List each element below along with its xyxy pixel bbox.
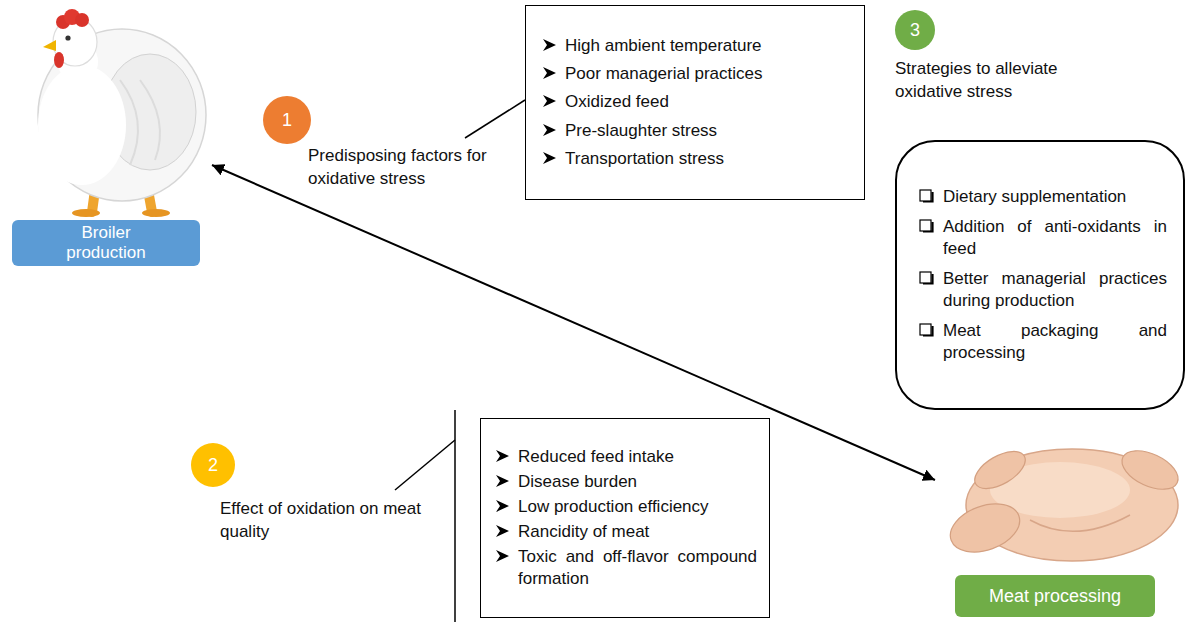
list-item-text: Toxic and off-flavor compound formation <box>518 546 757 590</box>
list-item: Pre-slaughter stress <box>542 120 850 142</box>
square-bullet-shape <box>920 272 931 283</box>
callout-number: 1 <box>263 96 311 144</box>
list-item-text: Pre-slaughter stress <box>565 120 850 142</box>
square-bullet-shape <box>920 220 931 231</box>
list-item: Poor managerial practices <box>542 63 850 85</box>
list-item: Rancidity of meat <box>495 521 757 543</box>
list-item-text: Transportation stress <box>565 148 850 170</box>
caption-label: Strategies to alleviate oxidative stress <box>895 58 1095 104</box>
list-item-text: Dietary supplementation <box>943 186 1167 208</box>
drawing-part <box>944 495 1027 561</box>
caption-label: Effect of oxidation on meat quality <box>220 498 435 544</box>
arrow-bullet <box>542 38 557 52</box>
box-label: Broiler production <box>51 223 161 262</box>
list-item: Toxic and off-flavor compound formation <box>495 546 757 590</box>
list-item-text: High ambient temperature <box>565 35 850 57</box>
arrow-bullet <box>542 123 557 137</box>
list-item: Meat packaging and processing <box>919 320 1167 364</box>
callout-number-text: 1 <box>282 110 292 131</box>
list-item: Low production efficiency <box>495 496 757 518</box>
arrow-bullet <box>495 549 510 563</box>
arrow-bullet-shape <box>543 152 556 164</box>
drawing-part <box>75 13 89 27</box>
drawing-part <box>72 209 100 217</box>
callout-number-text: 3 <box>910 20 920 41</box>
square-bullet <box>919 271 935 286</box>
broiler-chicken-picture <box>38 9 206 217</box>
drawing-part <box>969 444 1031 496</box>
arrow-bullet <box>542 151 557 165</box>
arrow-bullet-shape <box>496 525 509 537</box>
arrow-bullet-shape <box>496 550 509 562</box>
arrow-bullet-shape <box>543 95 556 107</box>
list-item: Oxidized feed <box>542 91 850 113</box>
arrow-bullet-shape <box>496 475 509 487</box>
drawing-part <box>1030 515 1130 531</box>
box-label: Meat processing <box>989 586 1121 607</box>
strategy-list-box: Dietary supplementationAddition of anti-… <box>895 140 1185 410</box>
arrow-bullet <box>495 499 510 513</box>
list-item: Addition of anti-oxidants in feed <box>919 216 1167 260</box>
factor-list-box: High ambient temperaturePoor managerial … <box>525 5 865 200</box>
square-bullet-shape <box>920 324 931 335</box>
list-item-text: Better managerial practices during produ… <box>943 268 1167 312</box>
list-item-text: Reduced feed intake <box>518 446 757 468</box>
square-bullet <box>919 189 935 204</box>
drawing-part <box>454 410 456 622</box>
list-item: Better managerial practices during produ… <box>919 268 1167 312</box>
callout-number: 2 <box>191 443 235 487</box>
arrow-bullet <box>495 474 510 488</box>
list-item-text: Rancidity of meat <box>518 521 757 543</box>
list-item: High ambient temperature <box>542 35 850 57</box>
callout-number: 3 <box>895 10 935 50</box>
arrow-bullet-shape <box>543 67 556 79</box>
list-item-text: Meat packaging and processing <box>943 320 1167 364</box>
meat-processing-panel: Meat processing <box>935 440 1187 622</box>
arrow-bullet <box>495 524 510 538</box>
drawing-part <box>465 100 525 138</box>
raw-chicken-picture <box>944 443 1184 561</box>
arrow-bullet <box>495 449 510 463</box>
arrow-bullet-shape <box>543 39 556 51</box>
arrow-bullet-shape <box>496 500 509 512</box>
drawing-part <box>395 440 455 490</box>
drawing-part <box>43 40 56 51</box>
drawing-part <box>142 209 170 217</box>
arrow-bullet <box>542 66 557 80</box>
label-box: Broiler production <box>12 220 200 266</box>
list-item-text: Addition of anti-oxidants in feed <box>943 216 1167 260</box>
list-item-text: Low production efficiency <box>518 496 757 518</box>
drawing-part <box>1116 443 1184 497</box>
arrow-bullet-shape <box>543 124 556 136</box>
effect-list-box: Reduced feed intakeDisease burdenLow pro… <box>480 418 770 618</box>
list-item: Transportation stress <box>542 148 850 170</box>
arrow-bullet <box>542 94 557 108</box>
drawing-part <box>54 52 64 68</box>
list-item-text: Disease burden <box>518 471 757 493</box>
list-item: Reduced feed intake <box>495 446 757 468</box>
label-box: Meat processing <box>955 575 1155 617</box>
square-bullet-shape <box>920 190 931 201</box>
drawing-part <box>65 35 70 40</box>
callout-number-text: 2 <box>208 455 218 476</box>
square-bullet <box>919 219 935 234</box>
arrow-bullet-shape <box>496 450 509 462</box>
list-item-text: Oxidized feed <box>565 91 850 113</box>
drawing-part <box>140 80 160 160</box>
square-bullet <box>919 323 935 338</box>
list-item: Disease burden <box>495 471 757 493</box>
broiler-production-panel: Broiler production <box>0 0 212 270</box>
list-item: Dietary supplementation <box>919 186 1167 208</box>
caption-label: Predisposing factors for oxidative stres… <box>308 145 508 191</box>
list-item-text: Poor managerial practices <box>565 63 850 85</box>
